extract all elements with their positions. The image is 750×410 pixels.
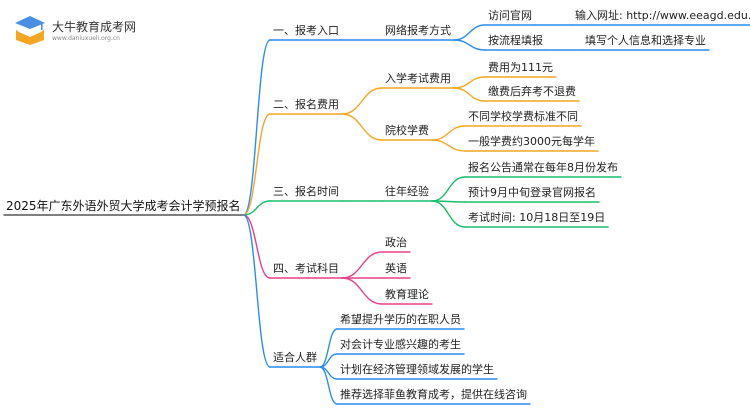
entry-site-url: 输入网址: http://www.eeagd.edu.cn/cr: [575, 9, 750, 22]
entry-fill-info: 填写个人信息和选择专业: [585, 34, 706, 47]
branch-audience: 适合人群: [273, 351, 317, 364]
branch-fees: 二、报名费用: [273, 98, 339, 111]
audience-econ-students: 计划在经济管理领域发展的学生: [340, 363, 494, 376]
connector-branch-time: [242, 200, 271, 216]
branch-subjects: 四、考试科目: [273, 262, 339, 275]
audience-working-adults: 希望提升学历的在职人员: [340, 313, 461, 326]
time-exam-dates: 考试时间: 10月18日至19日: [468, 211, 606, 224]
connector-entry-visit-site: [453, 24, 486, 41]
connector-subject-politics: [341, 251, 383, 279]
connector-audience-working-adults: [319, 328, 338, 368]
connector-entry-fill-process: [453, 39, 486, 51]
fees-exam-no-refund: 缴费后弃考不退费: [488, 85, 576, 98]
connector-fees-tuition-varies: [431, 125, 466, 141]
connector-fees-tuition-typical: [431, 139, 466, 152]
audience-accounting-interest: 对会计专业感兴趣的考生: [340, 338, 461, 351]
subject-education-theory: 教育理论: [385, 288, 429, 301]
connector-branch-entry: [242, 39, 271, 216]
entry-fill-process: 按流程填报: [488, 34, 543, 47]
time-registration: 预计9月中旬登录官网报名: [468, 186, 596, 199]
fees-exam-amount: 费用为111元: [488, 61, 553, 74]
entry-online-method: 网络报考方式: [385, 24, 451, 37]
connector-fees-exam-no-refund: [453, 87, 486, 102]
book-cap-icon: [15, 16, 45, 45]
branch-time: 三、报名时间: [273, 185, 339, 198]
root-topic: 2025年广东外语外贸大学成考会计学预报名: [6, 199, 241, 213]
connector-time-exam-dates: [431, 200, 466, 228]
entry-visit-site: 访问官网: [488, 9, 532, 22]
logo-title: 大牛教育成考网: [52, 20, 137, 34]
connector-branch-fees: [242, 113, 271, 216]
connector-branch-subjects: [242, 214, 271, 279]
connector-branch-audience: [242, 214, 271, 368]
connector-fees-exam-amount: [453, 76, 486, 89]
fees-tuition-varies: 不同学校学费标准不同: [468, 110, 578, 123]
logo-subtitle: www.daniuxueli.org.cn: [52, 35, 120, 42]
subject-english: 英语: [385, 262, 407, 275]
time-announcement: 报名公告通常在每年8月份发布: [468, 161, 618, 174]
connector-time-announcement: [431, 176, 466, 202]
connector-fees-exam: [341, 87, 383, 115]
fees-tuition: 院校学费: [385, 124, 429, 137]
audience-recommendation: 推荐选择菲鱼教育成考，提供在线咨询: [340, 388, 527, 401]
time-past-experience: 往年经验: [385, 185, 429, 198]
connector-subject-education-theory: [341, 277, 383, 305]
branch-entry: 一、报考入口: [273, 24, 339, 37]
subject-politics: 政治: [385, 236, 407, 249]
connector-audience-recommendation: [319, 366, 338, 405]
fees-exam: 入学考试费用: [385, 72, 451, 85]
fees-tuition-typical: 一般学费约3000元每学年: [468, 135, 595, 148]
site-logo: 大牛教育成考网 www.daniuxueli.org.cn: [12, 14, 172, 48]
connector-fees-tuition: [341, 113, 383, 141]
